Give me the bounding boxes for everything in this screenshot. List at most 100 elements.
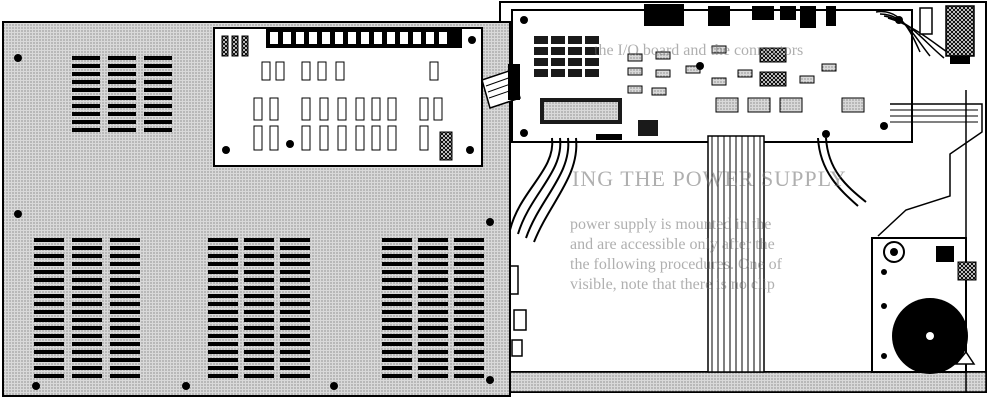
vent-slot	[454, 270, 484, 274]
chip	[301, 61, 311, 81]
vent-slot	[418, 334, 448, 338]
vent-slot	[208, 246, 238, 250]
mounting-screw	[486, 376, 494, 384]
mounting-screw	[32, 382, 40, 390]
vent-slot	[34, 238, 64, 242]
ribbon-cables	[509, 103, 983, 373]
vent-slot	[418, 366, 448, 370]
vent-slot	[382, 286, 412, 290]
vent-slot	[110, 374, 140, 378]
bleed-through-heading: ING THE POWER SUPPLY	[572, 166, 847, 191]
vent-slot	[72, 270, 102, 274]
vent-slot	[34, 270, 64, 274]
header-pin	[400, 32, 408, 44]
vent-slot	[418, 358, 448, 362]
vent-slot	[72, 238, 102, 242]
vent-slot	[144, 120, 172, 124]
vent-slot	[280, 374, 310, 378]
vent-slot	[208, 358, 238, 362]
vent-slot	[418, 254, 448, 258]
main-pcb-chip-grid	[534, 36, 599, 77]
vent-slot	[110, 358, 140, 362]
vent-slot	[110, 326, 140, 330]
vent-slot	[208, 318, 238, 322]
header-pin	[413, 32, 421, 44]
vent-slot	[418, 294, 448, 298]
vent-slot	[110, 342, 140, 346]
memory-chip	[568, 47, 582, 55]
vent-slot	[280, 302, 310, 306]
memory-chip	[568, 69, 582, 77]
mounting-screw	[182, 382, 190, 390]
mounting-screw	[822, 130, 830, 138]
vent-slot	[72, 374, 102, 378]
vent-slot	[244, 286, 274, 290]
vent-slot	[280, 342, 310, 346]
vent-slot	[382, 270, 412, 274]
chip	[419, 97, 429, 121]
vent-slot	[382, 366, 412, 370]
vent-slot	[418, 262, 448, 266]
vent-slot	[280, 358, 310, 362]
chip	[269, 125, 279, 151]
vent-slot	[34, 342, 64, 346]
chip	[301, 125, 311, 151]
vent-slot	[34, 262, 64, 266]
upper-pcb	[213, 27, 521, 167]
vent-slot	[244, 278, 274, 282]
vent-slot	[208, 334, 238, 338]
small-component	[711, 77, 727, 86]
mounting-screw	[520, 16, 528, 24]
vent-slot	[108, 72, 136, 76]
bleed-through-line: visible, note that there is no clip	[570, 276, 775, 293]
vent-slot	[108, 96, 136, 100]
header-pin	[309, 32, 317, 44]
component	[715, 97, 739, 113]
vent-slot	[110, 278, 140, 282]
component	[759, 71, 787, 87]
vent-slot	[208, 366, 238, 370]
memory-chip	[551, 47, 565, 55]
vent-slot	[34, 318, 64, 322]
vent-slot	[454, 334, 484, 338]
vent-slot	[280, 262, 310, 266]
vent-slot	[382, 310, 412, 314]
mounting-screw	[880, 122, 888, 130]
vent-slot	[454, 294, 484, 298]
vent-slot	[144, 72, 172, 76]
vent-slot	[382, 246, 412, 250]
bleed-through-line: and are accessible only after the	[570, 236, 775, 253]
vent-slot	[454, 310, 484, 314]
memory-chip	[585, 36, 599, 44]
vent-slot	[418, 318, 448, 322]
vent-slot	[72, 278, 102, 282]
vent-slot	[108, 88, 136, 92]
mounting-screw	[330, 382, 338, 390]
vent-slot	[382, 334, 412, 338]
vent-slot	[108, 120, 136, 124]
vent-slot	[382, 350, 412, 354]
vent-slot	[454, 318, 484, 322]
vent-slot	[244, 310, 274, 314]
vent-slot	[382, 278, 412, 282]
vent-slot	[418, 326, 448, 330]
mounting-screw	[520, 129, 528, 137]
vent-slot	[280, 238, 310, 242]
memory-chip	[551, 69, 565, 77]
vent-slot	[110, 262, 140, 266]
small-component	[655, 69, 671, 78]
header-pin	[283, 32, 291, 44]
vent-slot	[418, 302, 448, 306]
vent-slot	[454, 254, 484, 258]
small-component	[711, 45, 727, 54]
main-pcb-chips	[627, 45, 865, 113]
vent-slot	[144, 88, 172, 92]
vent-slot	[72, 254, 102, 258]
vent-slot	[244, 254, 274, 258]
vent-slot	[144, 128, 172, 132]
vent-slot	[418, 342, 448, 346]
memory-chip	[534, 36, 548, 44]
chip	[319, 125, 329, 151]
memory-chip	[534, 47, 548, 55]
